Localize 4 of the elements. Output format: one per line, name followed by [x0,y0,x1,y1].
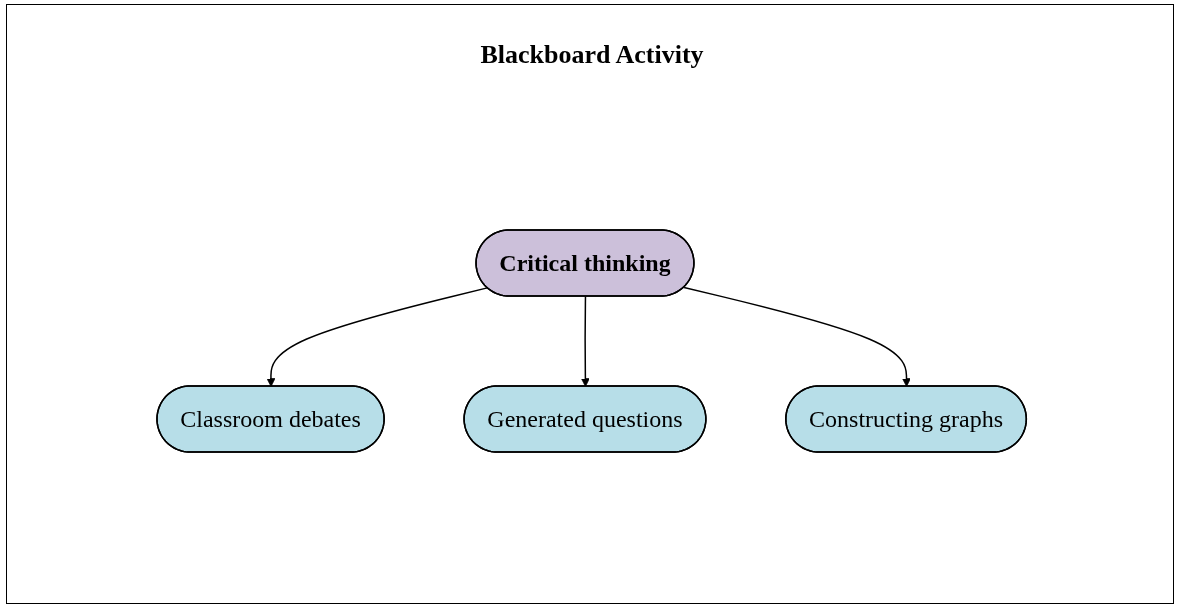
arrow [581,295,591,387]
arrow [266,287,489,387]
diagram-title: Blackboard Activity [479,40,705,70]
arrow [683,286,912,387]
